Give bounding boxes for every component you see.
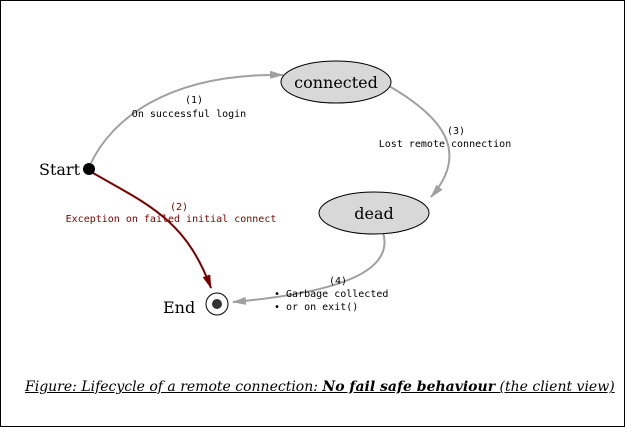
start-node — [83, 163, 95, 175]
connected-state — [280, 60, 392, 104]
figure-caption: Figure: Lifecycle of a remote connection… — [25, 379, 615, 395]
transition-1-label: On successful login — [132, 109, 246, 120]
transition-3-number: (3) — [447, 126, 465, 137]
caption-prefix: Figure: Lifecycle of a remote connection… — [25, 379, 323, 395]
dead-state — [318, 191, 430, 235]
connected-state-label: connected — [294, 73, 378, 92]
transition-1-number: (1) — [185, 95, 203, 106]
transition-1-edge — [90, 70, 284, 164]
transition-2-edge — [92, 172, 212, 289]
transition-3-edge — [388, 85, 451, 198]
transition-2-label: Exception on failed initial connect — [66, 214, 277, 225]
transition-4-line-1: • Garbage collected — [274, 289, 388, 300]
transition-2-number: (2) — [170, 202, 188, 213]
end-node-inner — [212, 299, 222, 309]
dead-state-label: dead — [354, 204, 394, 223]
transition-3-label: Lost remote connection — [379, 139, 511, 150]
caption-suffix: (the client view) — [495, 379, 615, 395]
caption-emphasis: No fail safe behaviour — [322, 379, 496, 395]
start-label: Start — [39, 160, 81, 179]
end-label: End — [163, 298, 195, 317]
transition-4-edge — [232, 231, 386, 305]
transition-4-line-2: • or on exit() — [274, 302, 358, 313]
transition-4-number: (4) — [329, 276, 347, 287]
